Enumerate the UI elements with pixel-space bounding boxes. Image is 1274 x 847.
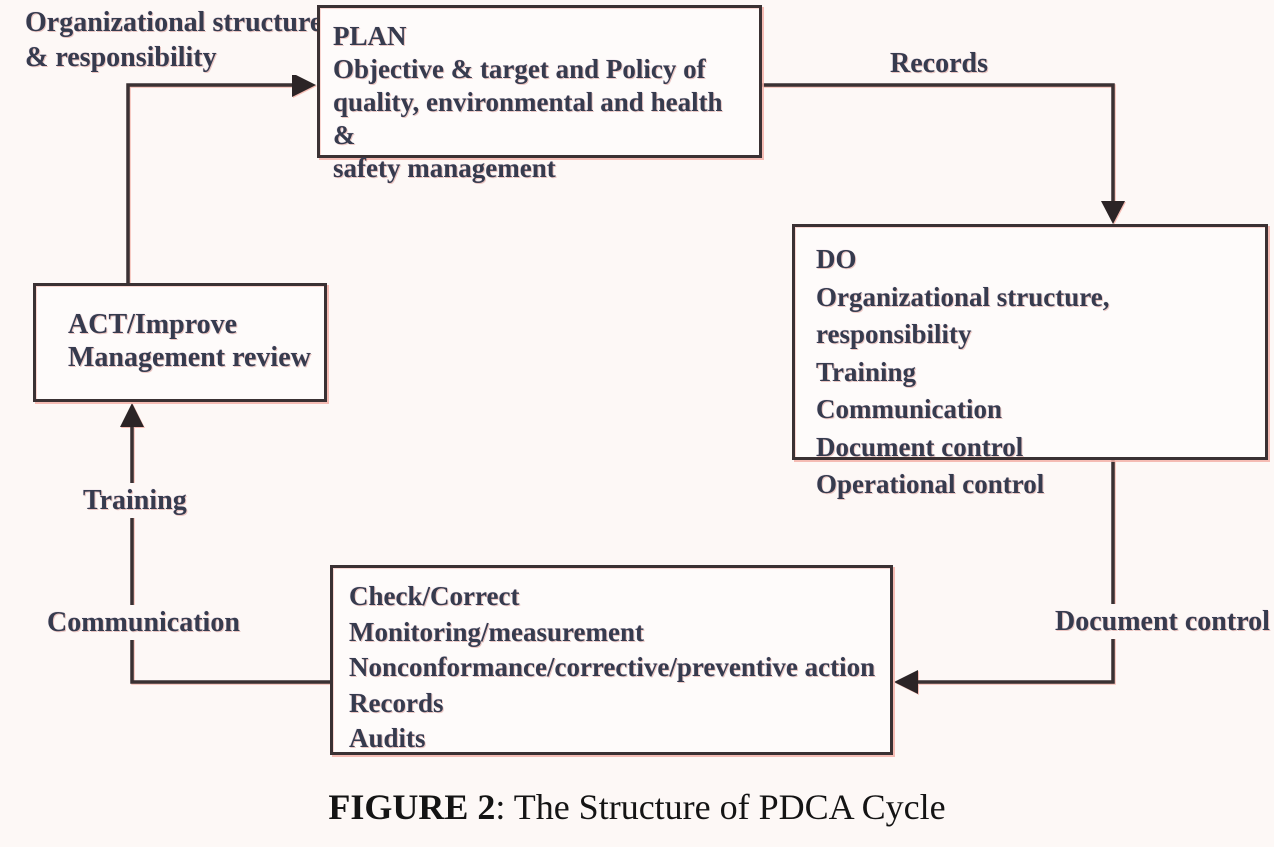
do-box-line: Communication <box>816 394 1003 424</box>
check-correct-box-line: Monitoring/measurement <box>349 616 644 647</box>
check-correct-box: Check/Correct Monitoring/measurement Non… <box>330 565 893 755</box>
edge-label-communication: Communication <box>42 605 245 640</box>
edge-label-organizational-structure: Organizational structure & responsibilit… <box>20 5 328 75</box>
arrow-plan-to-do <box>762 83 1125 224</box>
plan-box-line: safety management <box>333 153 556 183</box>
arrow-act-to-plan <box>126 73 316 283</box>
edge-label-line: Organizational structure <box>25 7 323 38</box>
do-box-title: DO <box>816 244 857 274</box>
do-box-line: Training <box>816 356 917 387</box>
do-box: DO Organizational structure, responsibil… <box>792 224 1268 499</box>
do-box-line: Organizational structure, responsibility <box>816 281 1110 350</box>
arrow-check-to-act <box>120 403 330 684</box>
act-improve-box: ACT/Improve Management review <box>33 283 327 402</box>
do-box-line: Document control <box>816 431 1024 462</box>
do-box-line: Operational control <box>816 469 1045 499</box>
arrow-do-to-check <box>894 460 1115 694</box>
check-correct-box-title: Check/Correct <box>349 581 520 611</box>
act-improve-box-line: Management review <box>68 342 311 373</box>
figure-caption-label: FIGURE 2 <box>328 787 496 827</box>
figure-caption-text: : The Structure of PDCA Cycle <box>495 787 946 827</box>
plan-box-title: PLAN <box>333 21 407 51</box>
plan-box-line: quality, environmental and health & <box>333 87 723 150</box>
check-correct-box-line: Nonconformance/corrective/preventive act… <box>349 652 876 682</box>
edge-label-document-control: Document control <box>1050 604 1274 639</box>
edge-label-training: Training <box>78 483 192 518</box>
plan-box-line: Objective & target and Policy of <box>333 54 706 84</box>
edge-label-records: Records <box>885 46 993 81</box>
check-correct-box-line: Records <box>349 687 444 718</box>
edge-label-line: & responsibility <box>25 42 217 73</box>
figure-caption: FIGURE 2: The Structure of PDCA Cycle <box>0 786 1274 828</box>
act-improve-box-title: ACT/Improve <box>68 309 238 340</box>
check-correct-box-line: Audits <box>349 723 426 753</box>
plan-box: PLAN Objective & target and Policy of qu… <box>317 5 762 183</box>
